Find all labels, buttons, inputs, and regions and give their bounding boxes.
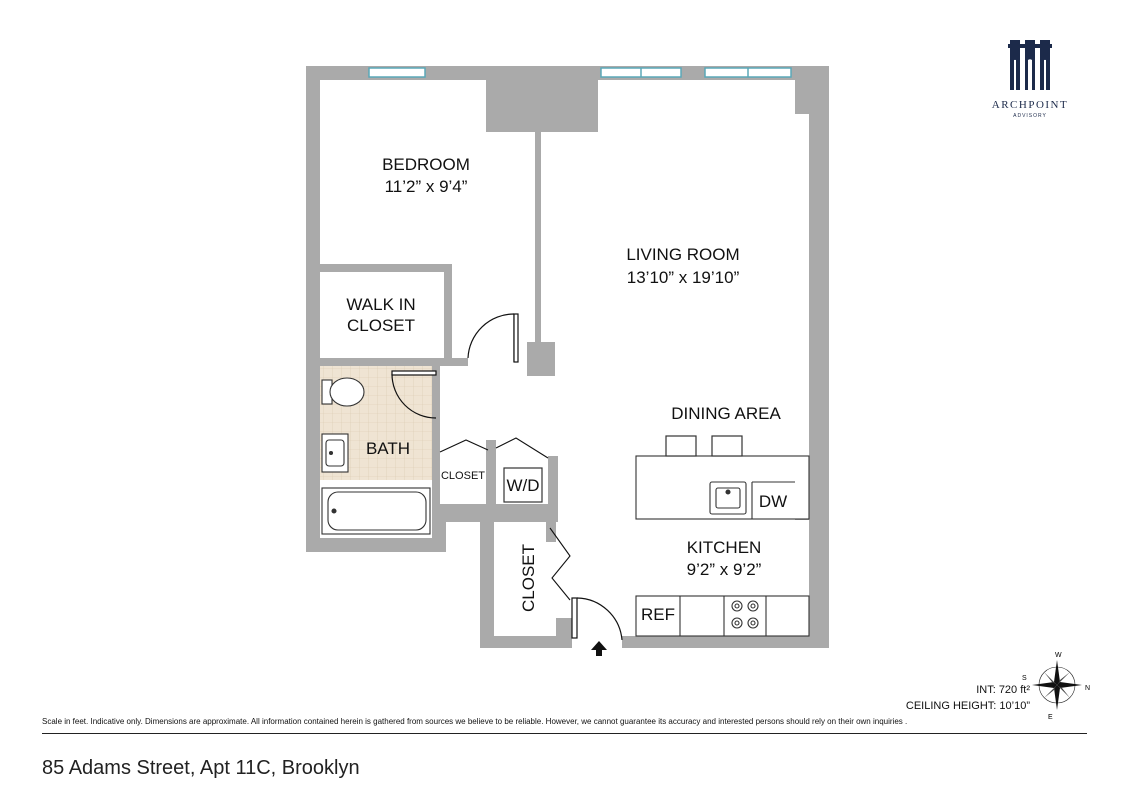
entry-closet-name: CLOSET [519,544,538,612]
walk-in-closet-line1: WALK IN [346,295,415,314]
wd-name: W/D [506,476,539,495]
entry-arrow-icon [591,641,607,656]
bedroom-name: BEDROOM [382,155,470,174]
bath-name: BATH [366,439,410,458]
bedroom-dims: 11’2” x 9’4” [385,177,468,196]
bathtub-icon [321,487,431,535]
windows [368,67,792,78]
disclaimer: Scale in feet. Indicative only. Dimensio… [42,717,908,726]
bedroom-door[interactable] [467,313,519,363]
kitchen-dims: 9’2” x 9’2” [687,560,762,579]
compass-e: E [1048,714,1053,720]
walk-in-closet-line2: CLOSET [347,316,415,335]
footer-divider [42,733,1087,734]
brand-logo: ARCHPOINT ADVISORY [990,40,1070,119]
interior-walls [320,132,572,648]
compass-w: W [1055,652,1062,659]
living-room-dims: 13’10” x 19’10” [627,268,740,287]
stove-icon [731,600,759,629]
compass-n: N [1085,685,1090,692]
brand-sub: ADVISORY [1013,113,1047,119]
bath-fixtures [321,377,431,535]
ref-name: REF [641,605,675,624]
interior-area: INT: 720 ft² [976,684,1030,696]
closet-doors[interactable] [439,437,571,601]
sink-icon [321,433,349,473]
compass-icon: W S N E [1022,652,1090,720]
compass-s: S [1022,675,1027,682]
bridge-icon [1008,40,1052,90]
ceiling-height: CEILING HEIGHT: 10’10” [905,700,1030,712]
bath-door[interactable] [391,370,437,419]
hall-closet-name: CLOSET [441,470,485,482]
washer-dryer-box [503,467,543,503]
kitchen-name: KITCHEN [687,538,762,557]
kitchen-counter [635,595,810,637]
dining-area-name: DINING AREA [671,404,781,423]
address: 85 Adams Street, Apt 11C, Brooklyn [42,757,360,779]
exterior-walls [306,66,829,648]
front-door[interactable] [571,597,623,641]
kitchen-island [635,455,810,520]
toilet-icon [321,377,365,407]
brand-name: ARCHPOINT [991,99,1069,111]
bar-stools [665,435,743,457]
living-room-name: LIVING ROOM [626,245,739,264]
dw-name: DW [759,492,787,511]
